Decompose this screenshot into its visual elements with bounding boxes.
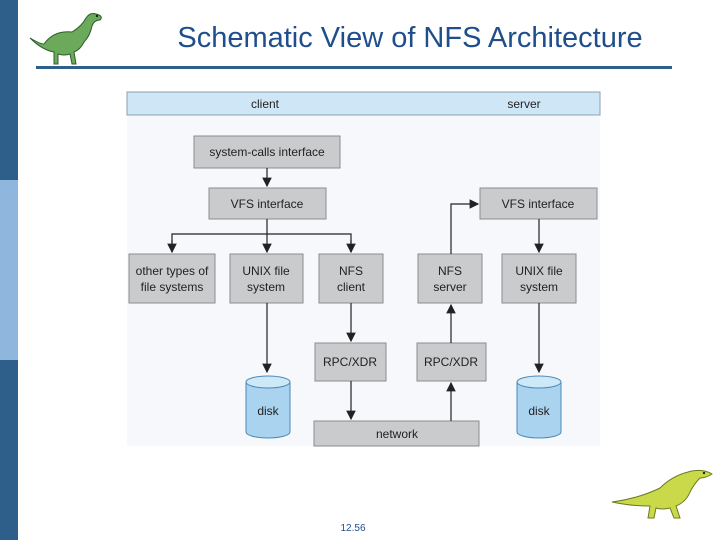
rpc-client-label: RPC/XDR — [323, 355, 377, 369]
nfs-client-box: NFS client — [318, 253, 384, 304]
nfs-server-label-line2: server — [433, 280, 466, 294]
other-fs-label-line1: other types of — [136, 264, 209, 278]
network-box: network — [313, 420, 480, 447]
rpc-server-box: RPC/XDR — [416, 342, 487, 382]
sidebar-segment-light — [0, 180, 18, 360]
page-number: 12.56 — [340, 523, 366, 534]
vfs-server-label: VFS interface — [502, 197, 575, 211]
unix-server-label-line2: system — [520, 280, 558, 294]
dinosaur-corner-icon — [611, 469, 713, 519]
unix-client-label-line1: UNIX file — [242, 264, 290, 278]
unix-client-label-line2: system — [247, 280, 285, 294]
dinosaur-logo-icon — [29, 13, 102, 65]
unix-server-label-line1: UNIX file — [515, 264, 563, 278]
disk-server-label: disk — [528, 404, 550, 418]
page-title: Schematic View of NFS Architecture — [177, 22, 643, 54]
arrow-nfs-server-to-vfs — [450, 199, 480, 254]
title-underline — [36, 66, 672, 69]
nfs-server-label-line1: NFS — [438, 264, 462, 278]
disk-server-icon: disk — [516, 375, 562, 439]
sidebar-segment-dark — [0, 360, 18, 540]
syscall-box: system-calls interface — [193, 135, 341, 169]
other-fs-label-line2: file systems — [141, 280, 204, 294]
sidebar-stripe — [0, 0, 18, 540]
nfs-client-label-line2: client — [337, 280, 366, 294]
rpc-server-label: RPC/XDR — [424, 355, 478, 369]
client-server-band — [126, 91, 601, 116]
unix-client-box: UNIX file system — [229, 253, 304, 304]
syscall-label: system-calls interface — [209, 145, 325, 159]
sidebar-segment-dark — [0, 0, 18, 180]
rpc-client-box: RPC/XDR — [314, 342, 387, 382]
vfs-server-box: VFS interface — [479, 187, 598, 220]
other-fs-box: other types of file systems — [128, 253, 216, 304]
vfs-client-label: VFS interface — [231, 197, 304, 211]
band-server-label: server — [507, 97, 540, 111]
disk-client-label: disk — [257, 404, 279, 418]
nfs-server-box: NFS server — [417, 253, 483, 304]
nfs-client-label-line1: NFS — [339, 264, 363, 278]
unix-server-box: UNIX file system — [501, 253, 577, 304]
band-client-label: client — [251, 97, 280, 111]
disk-client-icon: disk — [245, 375, 291, 439]
vfs-client-box: VFS interface — [208, 187, 327, 220]
network-label: network — [376, 427, 419, 441]
